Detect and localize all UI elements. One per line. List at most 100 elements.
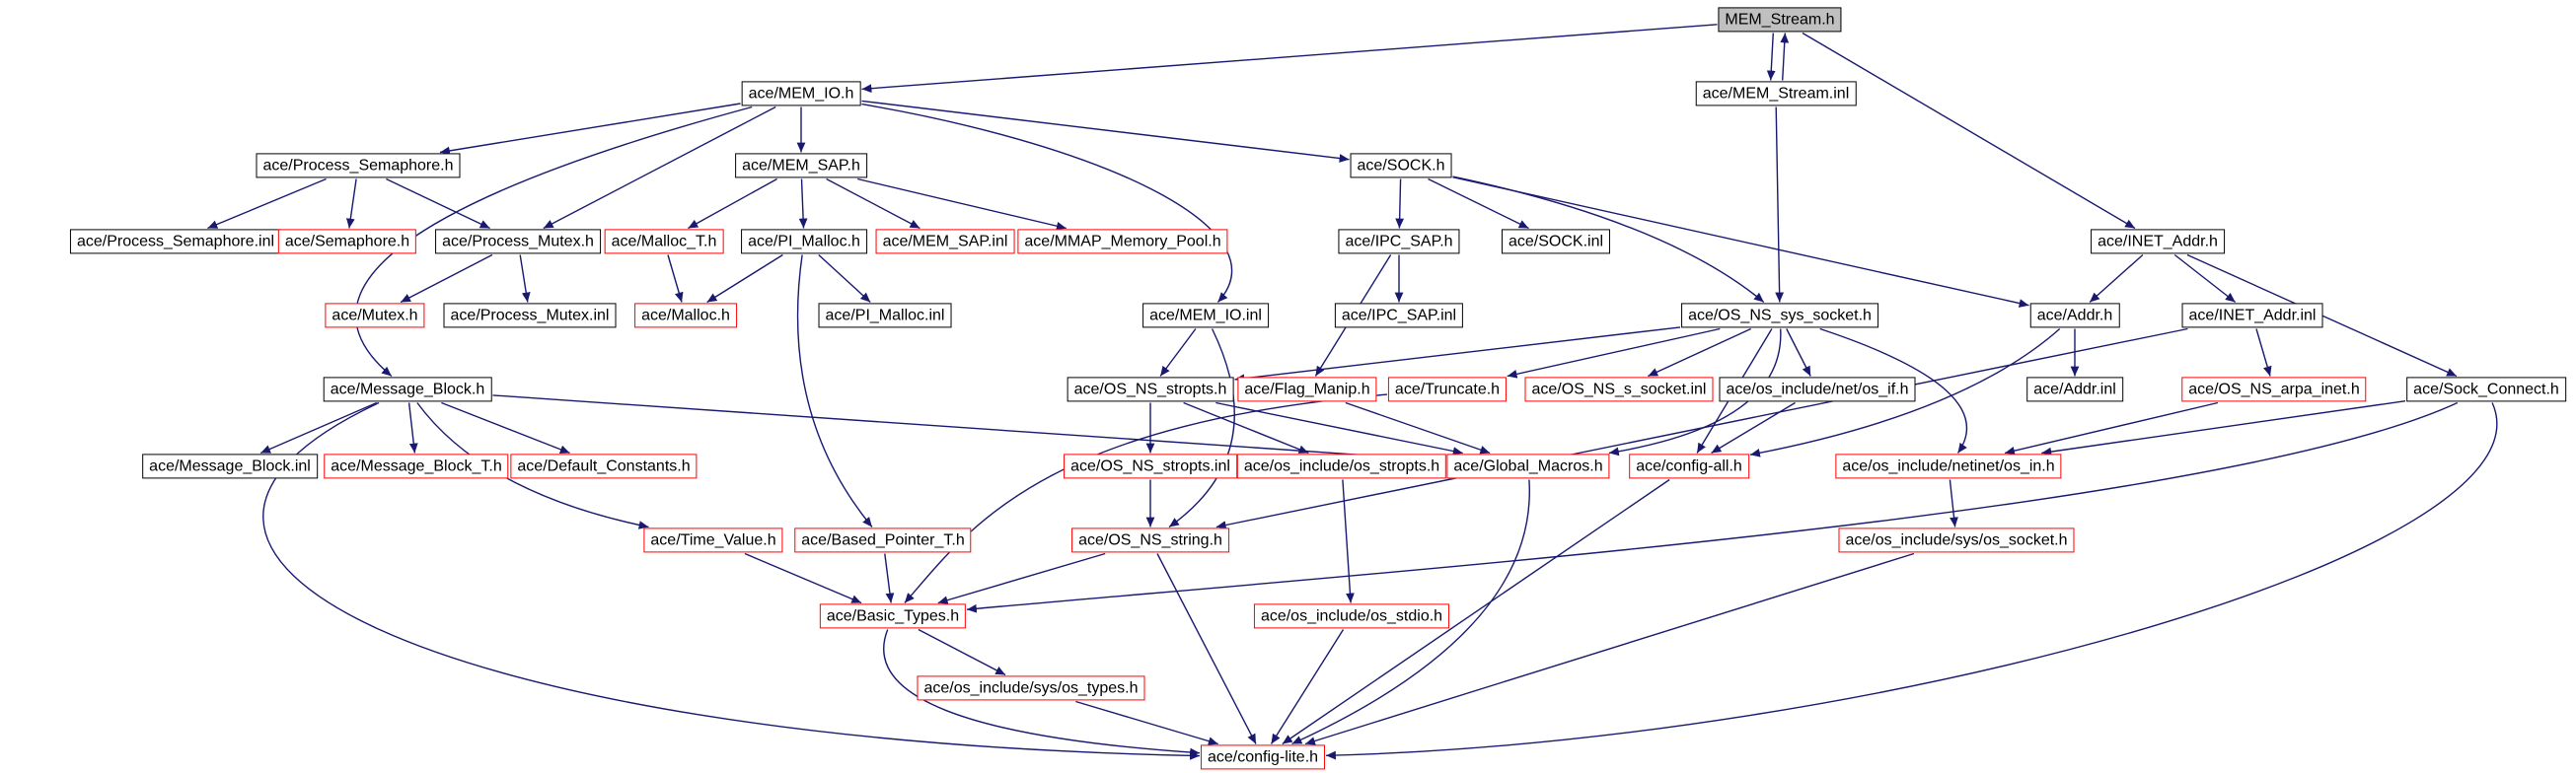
graph-node-process_semaphore_inl[interactable]: ace/Process_Semaphore.inl [69,229,282,254]
edge-os_ns_sys_socket_h-to-truncate_h [1507,327,1721,379]
graph-node-flag_manip_h[interactable]: ace/Flag_Manip.h [1237,377,1377,402]
edge-mem_sap_h-to-malloc_t_h [688,177,777,230]
graph-node-addr_inl[interactable]: ace/Addr.inl [2026,377,2123,402]
graph-node-os_types_h[interactable]: ace/os_include/sys/os_types.h [917,675,1145,701]
edge-os_ns_sys_socket_h-to-os_ns_sys_socket_inl [1648,327,1751,378]
edge-process_mutex_h-to-process_mutex_inl [519,254,531,303]
graph-node-os_ns_string_h[interactable]: ace/OS_NS_string.h [1071,527,1229,553]
graph-node-message_block_t_h[interactable]: ace/Message_Block_T.h [324,454,509,479]
edge-mem_stream_inl-to-os_ns_sys_socket_h [1775,106,1785,303]
graph-node-ipc_sap_inl[interactable]: ace/IPC_SAP.inl [1334,303,1464,328]
edge-os_stropts_h-to-os_stdio_h [1342,479,1355,603]
graph-node-truncate_h[interactable]: ace/Truncate.h [1387,377,1508,402]
graph-node-mem_sap_inl[interactable]: ace/MEM_SAP.inl [875,229,1015,254]
graph-node-process_mutex_h[interactable]: ace/Process_Mutex.h [435,229,601,254]
graph-node-default_constants_h[interactable]: ace/Default_Constants.h [510,454,698,479]
edge-mem_stream_h-to-inet_addr_h [1802,32,2136,230]
edge-process_semaphore_h-to-process_semaphore_inl [207,177,327,230]
graph-node-mem_stream_h[interactable]: MEM_Stream.h [1718,7,1842,33]
graph-node-addr_h[interactable]: ace/Addr.h [2029,303,2120,328]
edge-mem_stream_h-to-mem_io_h [861,24,1718,94]
graph-node-message_block_h[interactable]: ace/Message_Block.h [323,377,492,402]
graph-node-inet_addr_inl[interactable]: ace/INET_Addr.inl [2181,303,2323,328]
graph-node-os_ns_sys_socket_h[interactable]: ace/OS_NS_sys_socket.h [1681,303,1878,328]
edge-os_ns_sys_socket_h-to-os_if_h [1786,328,1811,377]
graph-node-os_in_h[interactable]: ace/os_include/netinet/os_in.h [1835,454,2062,479]
edge-message_block_h-to-default_constants_h [441,401,570,455]
edge-sock_connect_h-to-basic_types_h [966,401,2459,613]
edge-basic_types_h-to-config_lite_h [883,629,1201,757]
edge-mem_io_inl-to-os_ns_stropts_h [1159,328,1197,377]
graph-node-malloc_h[interactable]: ace/Malloc.h [634,303,737,328]
graph-node-inet_addr_h[interactable]: ace/INET_Addr.h [2091,229,2225,254]
edge-global_macros_h-to-config_lite_h [1291,479,1530,745]
edge-os_ns_arpa_inet_h-to-os_in_h [2004,401,2219,456]
graph-node-os_socket_h[interactable]: ace/os_include/sys/os_socket.h [1838,527,2075,553]
edge-pi_malloc_h-to-based_pointer_t_h [796,254,873,527]
edge-sock_connect_h-to-config_lite_h [1325,402,2498,760]
graph-node-sock_h[interactable]: ace/SOCK.h [1350,153,1452,178]
edge-inet_addr_h-to-addr_h [2089,253,2144,304]
graph-node-process_mutex_inl[interactable]: ace/Process_Mutex.inl [443,303,617,328]
edge-inet_addr_inl-to-os_ns_string_h [1215,327,2188,529]
edge-os_socket_h-to-config_lite_h [1304,552,1915,745]
edge-os_ns_sys_socket_h-to-global_macros_h [1608,328,1782,457]
graph-node-ipc_sap_h[interactable]: ace/IPC_SAP.h [1338,229,1460,254]
graph-node-os_ns_stropts_inl[interactable]: ace/OS_NS_stropts.inl [1064,454,1237,479]
graph-node-pi_malloc_inl[interactable]: ace/PI_Malloc.inl [818,303,952,328]
edge-mem_stream_inl-to-mem_stream_h [1780,33,1790,81]
graph-node-basic_types_h[interactable]: ace/Basic_Types.h [819,603,967,629]
edge-os_ns_stropts_h-to-global_macros_h [1215,401,1463,456]
graph-node-time_value_h[interactable]: ace/Time_Value.h [643,527,783,553]
edge-sock_h-to-addr_h [1452,176,2029,308]
graph-node-semaphore_h[interactable]: ace/Semaphore.h [277,229,417,254]
edge-mem_io_h-to-mem_io_inl [861,103,1232,303]
edge-mem_sap_h-to-mem_sap_inl [826,177,920,230]
graph-node-os_if_h[interactable]: ace/os_include/net/os_if.h [1719,377,1916,402]
edge-inet_addr_h-to-inet_addr_inl [2173,253,2237,304]
graph-node-mem_io_inl[interactable]: ace/MEM_IO.inl [1142,303,1269,328]
graph-node-process_semaphore_h[interactable]: ace/Process_Semaphore.h [256,153,461,178]
edge-message_block_h-to-global_macros_h [492,394,1446,465]
edge-sock_h-to-os_ns_sys_socket_h [1452,176,1765,304]
edge-sock_h-to-sock_inl [1428,177,1529,230]
graph-node-os_ns_stropts_h[interactable]: ace/OS_NS_stropts.h [1067,377,1234,402]
edge-process_semaphore_h-to-process_mutex_h [386,177,490,230]
edge-os_ns_sys_socket_h-to-os_ns_stropts_h [1234,326,1681,384]
edge-os_ns_string_h-to-config_lite_h [1156,553,1257,744]
graph-node-mem_io_h[interactable]: ace/MEM_IO.h [741,81,861,106]
edge-os_ns_string_h-to-basic_types_h [937,552,1106,604]
graph-node-sock_inl[interactable]: ace/SOCK.inl [1501,229,1611,254]
graph-node-global_macros_h[interactable]: ace/Global_Macros.h [1446,454,1610,479]
graph-node-mem_stream_inl[interactable]: ace/MEM_Stream.inl [1695,81,1857,106]
edge-mem_io_h-to-process_semaphore_h [439,103,741,156]
graph-node-config_lite_h[interactable]: ace/config-lite.h [1200,744,1326,770]
graph-node-mmap_memory_pool_h[interactable]: ace/MMAP_Memory_Pool.h [1017,229,1228,254]
graph-node-sock_connect_h[interactable]: ace/Sock_Connect.h [2406,377,2566,402]
edge-sock_h-to-ipc_sap_h [1395,178,1405,229]
edge-mem_stream_h-to-mem_stream_inl [1766,33,1776,81]
graph-node-based_pointer_t_h[interactable]: ace/Based_Pointer_T.h [794,527,972,553]
graph-node-os_stropts_h[interactable]: ace/os_include/os_stropts.h [1236,454,1447,479]
edge-time_value_h-to-basic_types_h [744,552,862,604]
graph-node-os_ns_sys_socket_inl[interactable]: ace/OS_NS_s_socket.inl [1524,377,1714,402]
graph-node-malloc_t_h[interactable]: ace/Malloc_T.h [604,229,724,254]
graph-node-pi_malloc_h[interactable]: ace/PI_Malloc.h [741,229,867,254]
edge-sock_connect_h-to-os_in_h [2041,400,2406,457]
graph-node-mem_sap_h[interactable]: ace/MEM_SAP.h [735,153,867,178]
edge-based_pointer_t_h-to-basic_types_h [884,553,895,603]
edge-mem_sap_h-to-mmap_memory_pool_h [857,177,1067,231]
edge-mem_io_h-to-sock_h [861,100,1350,163]
graph-node-os_ns_arpa_inet_h[interactable]: ace/OS_NS_arpa_inet.h [2181,377,2367,402]
edge-addr_h-to-config_all_h [1749,327,2061,457]
edge-os_ns_stropts_h-to-os_stropts_h [1183,401,1309,455]
edge-pi_malloc_h-to-malloc_h [706,253,783,304]
edge-message_block_h-to-time_value_h [416,402,649,529]
graph-node-config_all_h[interactable]: ace/config-all.h [1629,454,1749,479]
graph-node-message_block_inl[interactable]: ace/Message_Block.inl [142,454,318,479]
graph-node-mutex_h[interactable]: ace/Mutex.h [325,303,425,328]
edge-config_all_h-to-config_lite_h [1282,478,1670,745]
graph-node-os_stdio_h[interactable]: ace/os_include/os_stdio.h [1253,603,1450,629]
edge-os_stdio_h-to-config_lite_h [1270,629,1345,744]
